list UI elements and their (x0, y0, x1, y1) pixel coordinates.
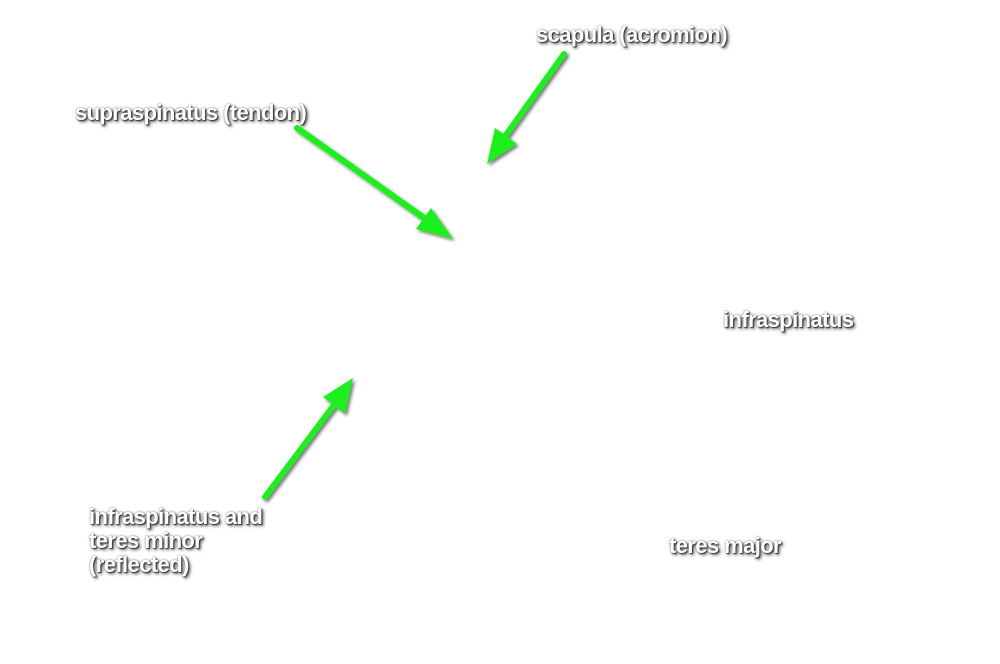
label-supraspinatus-tendon: supraspinatus (tendon) (75, 100, 307, 125)
label-line-2: teres minor (89, 528, 203, 553)
label-scapula-acromion: scapula (acromion) (536, 22, 728, 47)
label-line-3: (reflected) (89, 552, 189, 577)
arrow-infraspinatus-teres-minor (262, 378, 353, 500)
label-line-1: infraspinatus and (89, 504, 263, 529)
arrow-scapula (487, 51, 567, 164)
arrow-supraspinatus (294, 125, 453, 239)
label-infraspinatus-teres-minor: infraspinatus and teres minor (reflected… (89, 504, 263, 577)
label-infraspinatus: infraspinatus (723, 307, 854, 332)
label-teres-major: teres major (669, 533, 782, 558)
